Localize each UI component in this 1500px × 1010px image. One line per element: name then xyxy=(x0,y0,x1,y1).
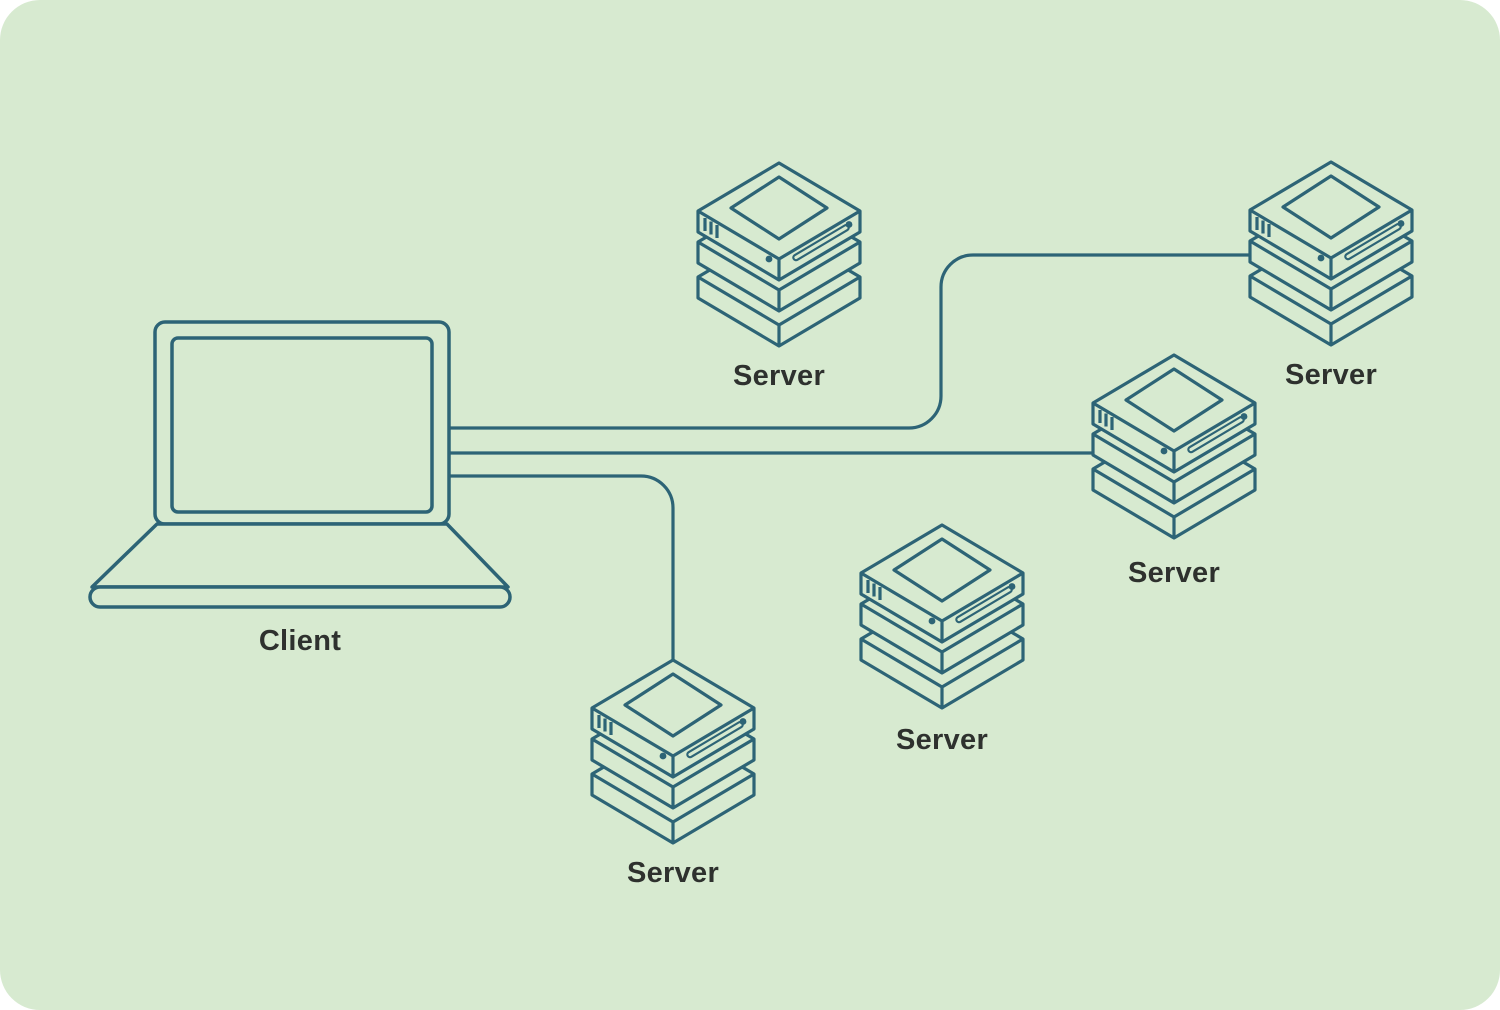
laptop-base-bar xyxy=(88,585,512,609)
laptop-screen-outer xyxy=(153,320,451,526)
server-icon xyxy=(1091,353,1257,545)
connection-client-to-bottom-left-server xyxy=(447,474,675,662)
node-server-top-right xyxy=(1248,160,1414,352)
server-label: Server xyxy=(1127,557,1221,589)
node-client xyxy=(88,320,512,610)
node-server-bottom-left xyxy=(590,658,756,850)
connection-client-to-top-right-server xyxy=(447,253,1252,430)
laptop-shape xyxy=(88,320,512,609)
node-server-top xyxy=(696,161,862,353)
laptop-screen-inner xyxy=(170,336,434,514)
server-label: Server xyxy=(626,857,720,889)
node-server-bottom-middle xyxy=(859,523,1025,715)
client-label: Client xyxy=(258,625,342,657)
server-icon xyxy=(590,658,756,850)
server-label: Server xyxy=(732,360,826,392)
laptop-keyboard-deck xyxy=(90,522,510,589)
server-icon xyxy=(1248,160,1414,352)
client-laptop-icon xyxy=(88,320,512,609)
node-server-middle-right xyxy=(1091,353,1257,545)
server-label: Server xyxy=(895,724,989,756)
server-icon xyxy=(859,523,1025,715)
server-icon xyxy=(696,161,862,353)
server-label: Server xyxy=(1284,359,1378,391)
